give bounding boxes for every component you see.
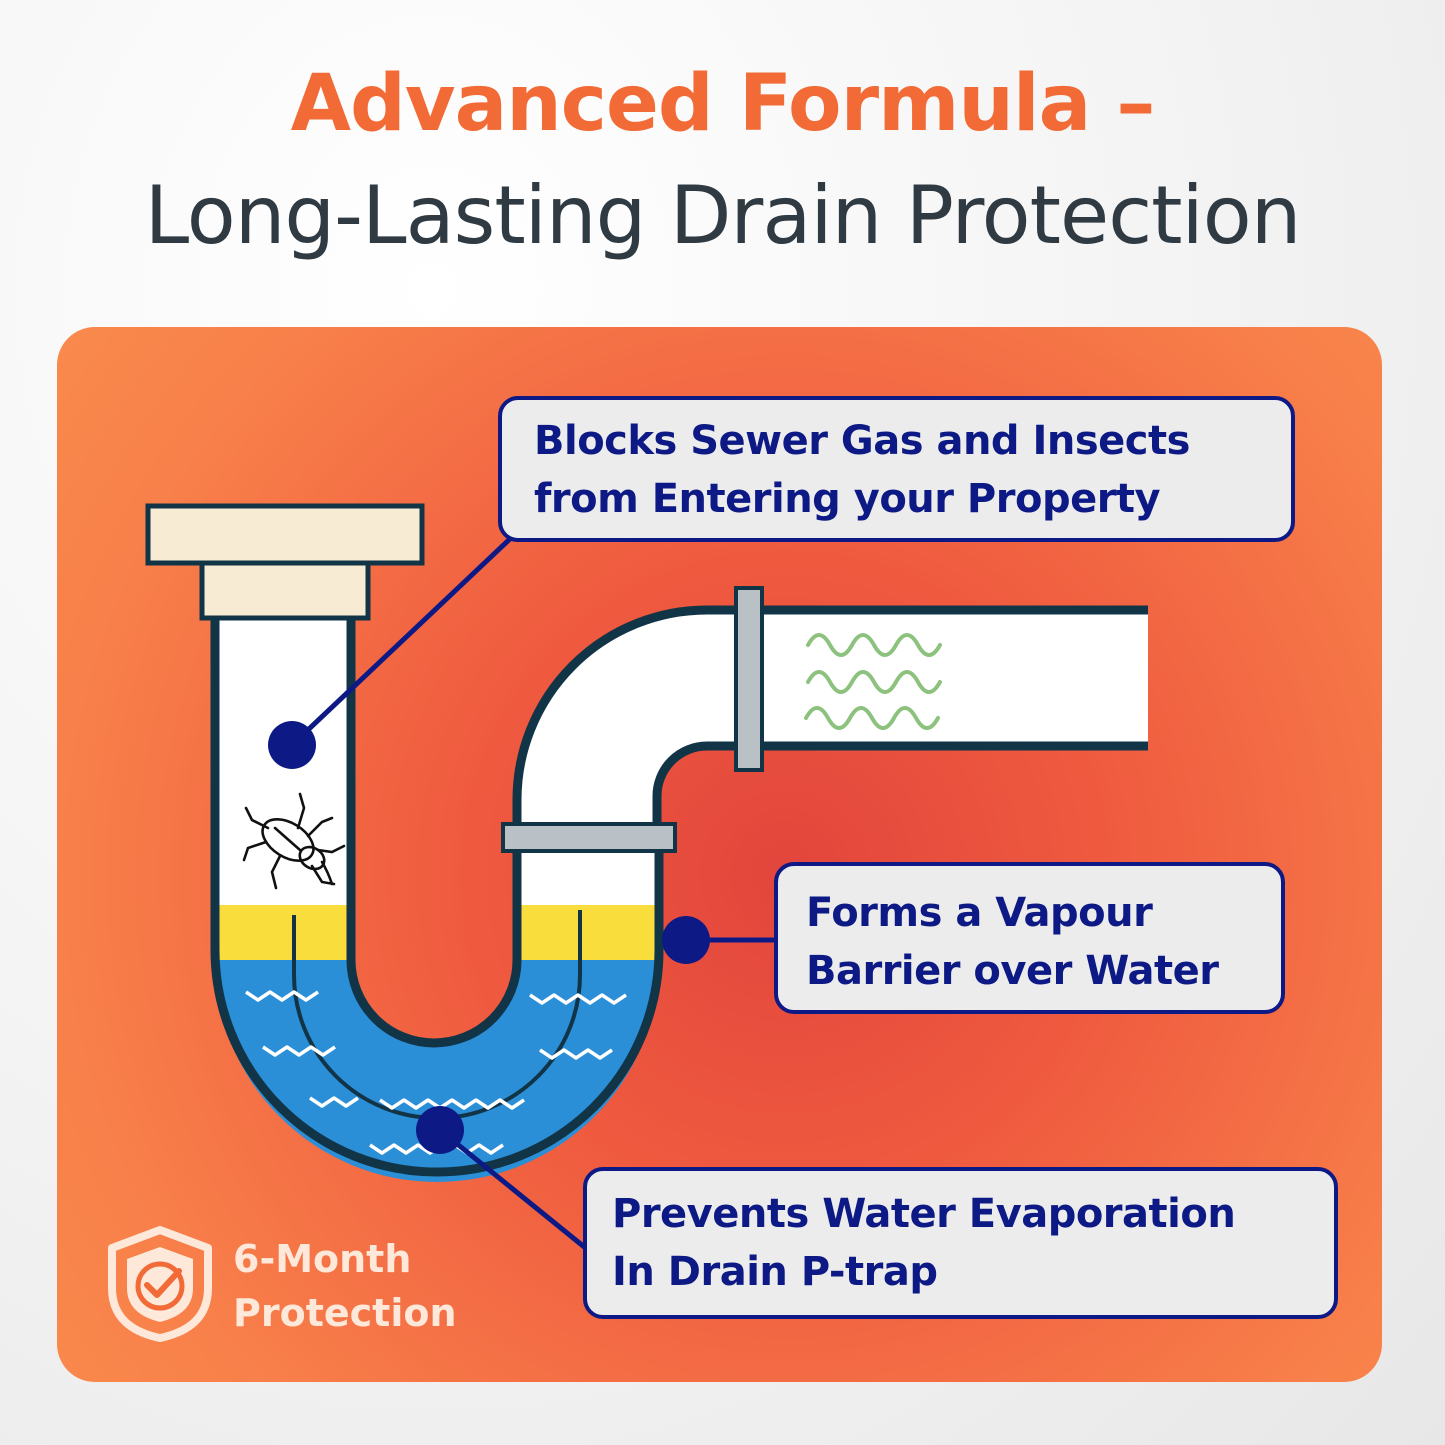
title-line-2: Long-Lasting Drain Protection <box>144 169 1302 262</box>
callout-line: Barrier over Water <box>806 948 1219 994</box>
callout-blocks-sewer-gas: Blocks Sewer Gas and Insects from Enteri… <box>498 396 1295 542</box>
coupling-horizontal <box>501 822 677 853</box>
elbow-outer-outline <box>512 605 1148 840</box>
elbow-inner-outline <box>652 741 1148 840</box>
callout-dot-top <box>268 721 316 769</box>
callout-line: from Entering your Property <box>534 476 1161 522</box>
vapour-barrier-left <box>215 905 351 960</box>
drain-cap-top <box>145 503 425 566</box>
callout-line: Forms a Vapour <box>806 890 1153 936</box>
badge-line-2: Protection <box>233 1291 457 1335</box>
callout-dot-middle <box>662 916 710 964</box>
callout-prevents-evaporation: Prevents Water Evaporation In Drain P-tr… <box>583 1167 1338 1319</box>
vapour-barrier-right <box>517 905 659 960</box>
callout-line: In Drain P-trap <box>612 1249 938 1295</box>
insect-icon <box>242 792 346 890</box>
shield-check-icon <box>108 1226 212 1342</box>
callout-vapour-barrier: Forms a Vapour Barrier over Water <box>774 862 1285 1014</box>
trap-outline <box>210 618 664 1177</box>
callout-line: Prevents Water Evaporation <box>612 1191 1236 1237</box>
trap-water <box>215 960 659 1182</box>
trap-inner-outline <box>346 618 522 1048</box>
drain-cap-bottom <box>199 560 371 621</box>
sewer-gas-waves <box>804 633 942 730</box>
protection-badge-text: 6-Month Protection <box>233 1232 457 1340</box>
title-line-1: Advanced Formula – <box>290 59 1156 149</box>
callout-dot-bottom <box>416 1106 464 1154</box>
coupling-vertical <box>734 586 764 772</box>
water-waves <box>245 990 627 1155</box>
badge-line-1: 6-Month <box>233 1237 412 1281</box>
callout-line: Blocks Sewer Gas and Insects <box>534 418 1190 464</box>
